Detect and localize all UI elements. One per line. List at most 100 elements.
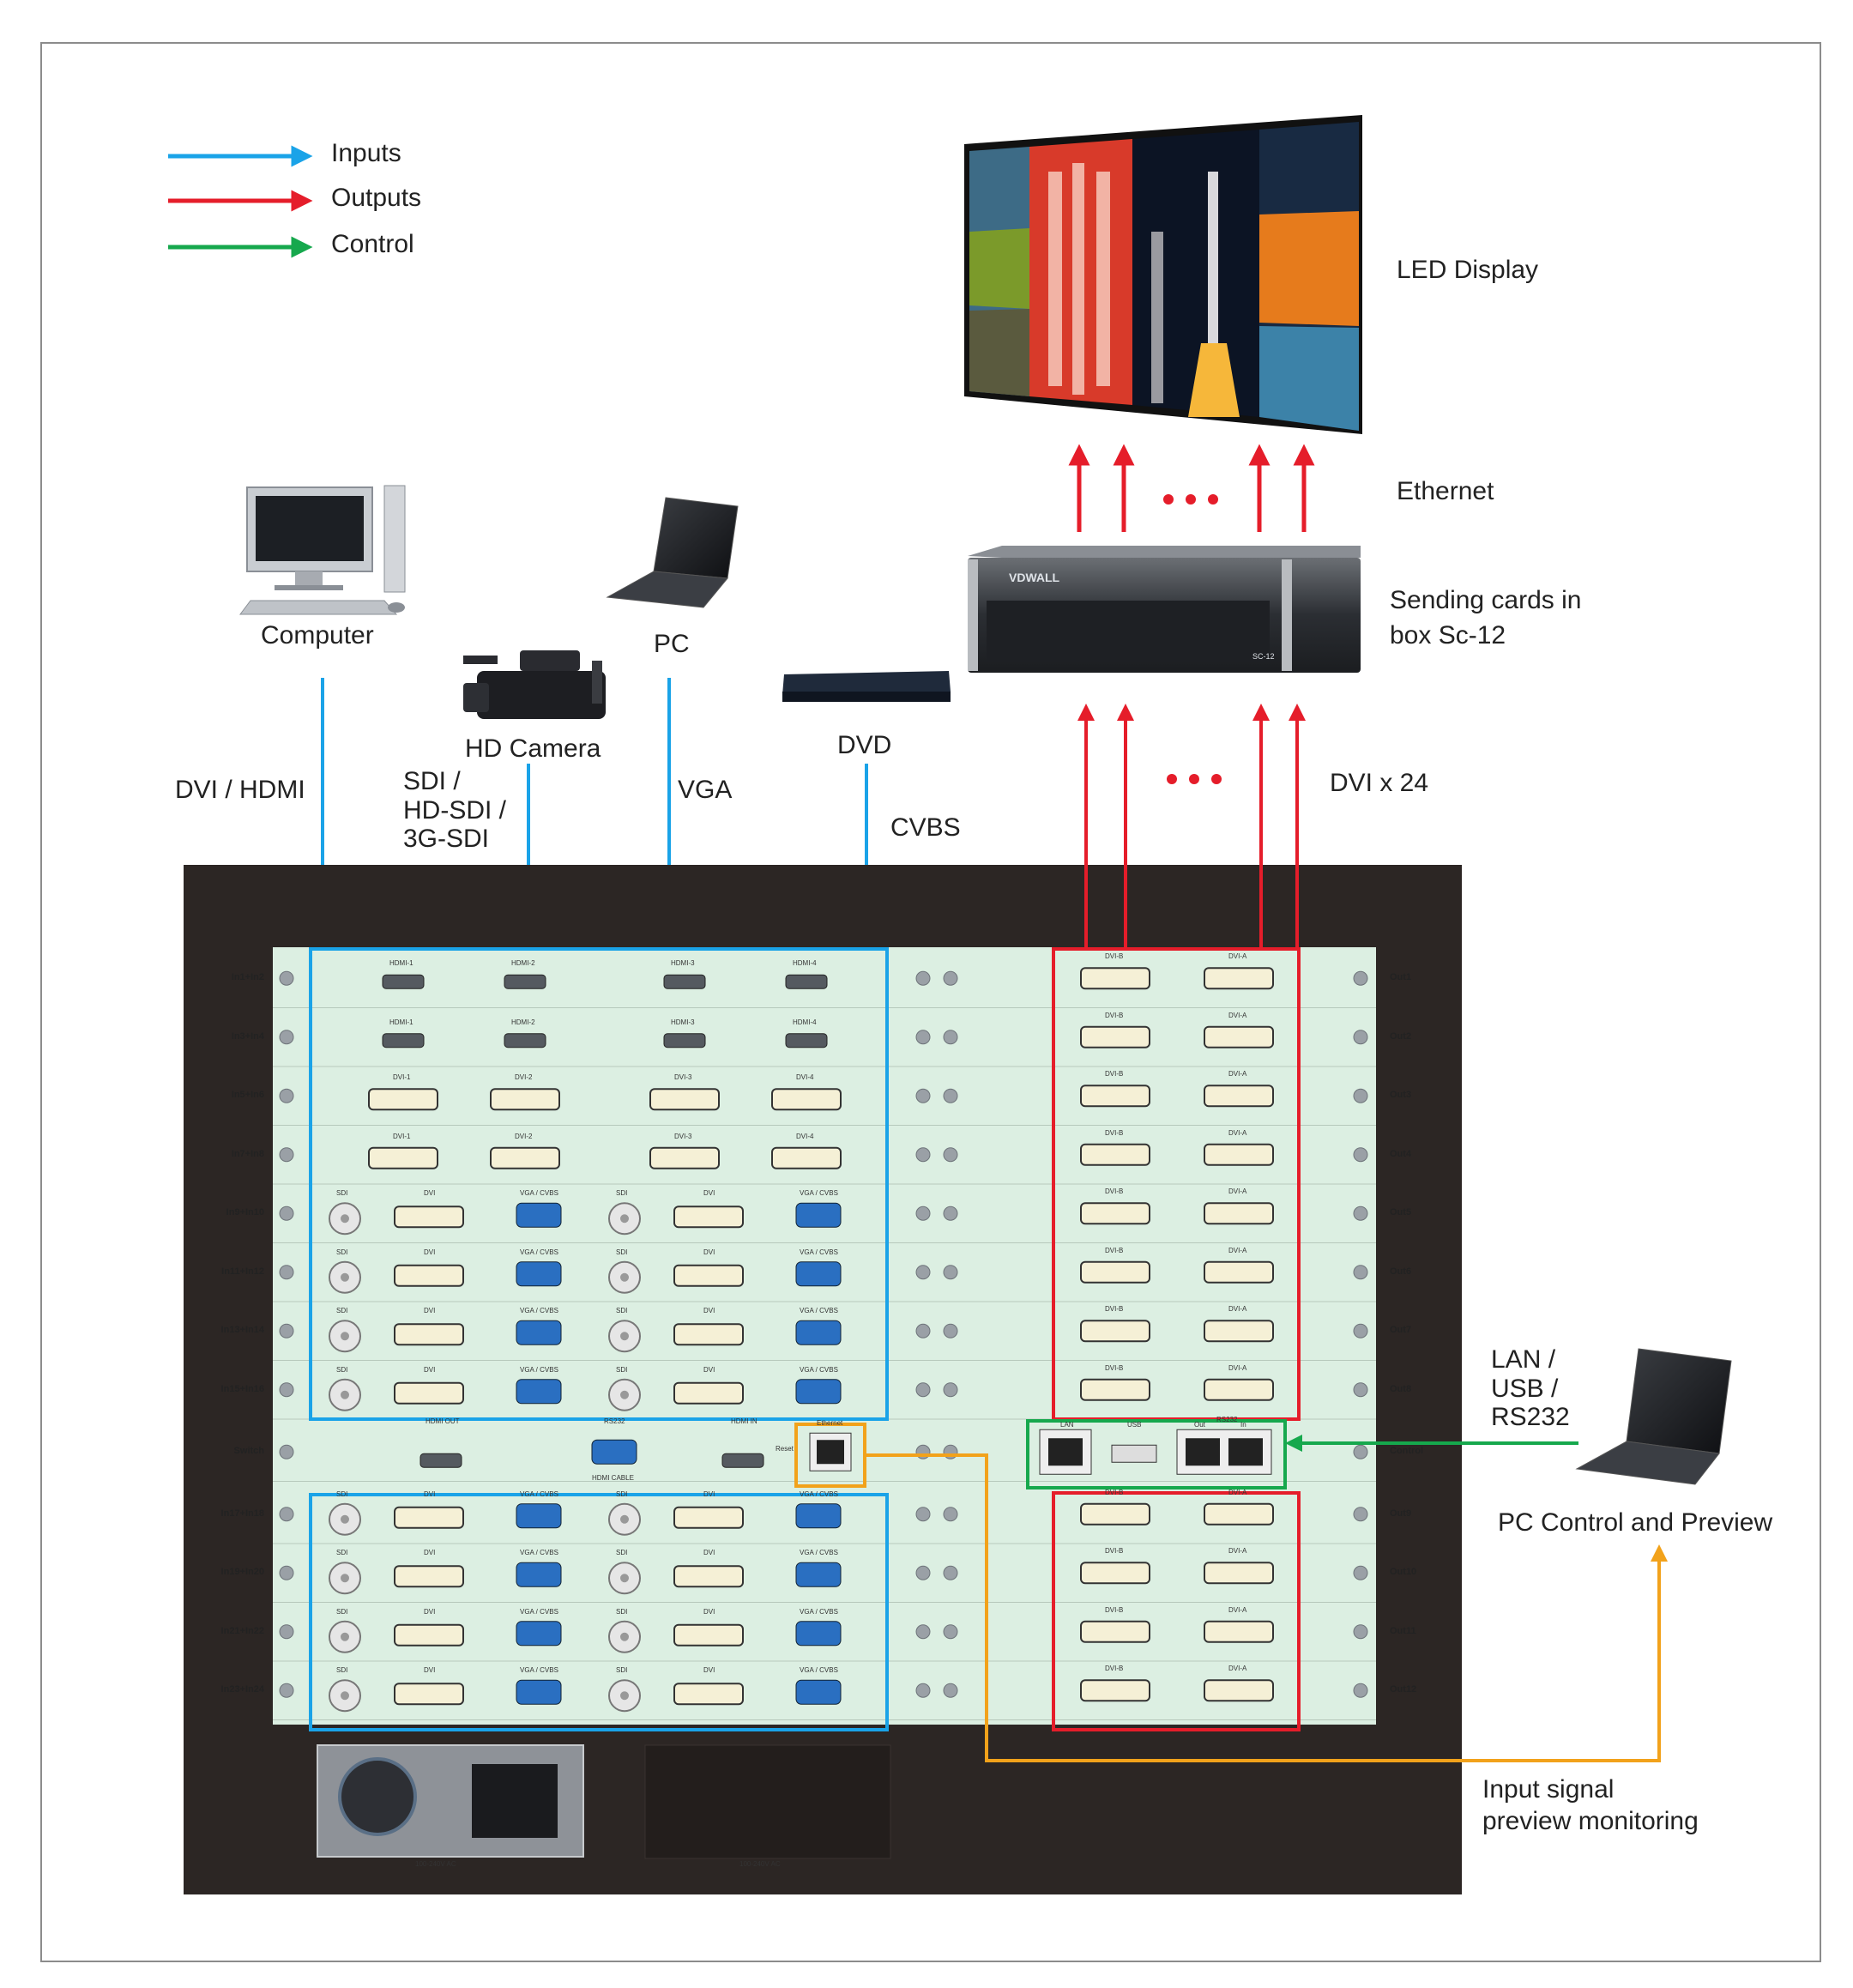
screw	[279, 1030, 294, 1045]
hd-camera-label: HD Camera	[465, 734, 601, 763]
input-row-label: In7+In8	[231, 1148, 264, 1159]
dvi-port	[673, 1264, 744, 1287]
screw	[943, 1323, 958, 1338]
screw	[279, 1265, 294, 1280]
vga-port	[795, 1261, 842, 1287]
out-port-label: DVI-B	[1105, 1246, 1124, 1254]
output-row-label: Out1	[1390, 972, 1412, 983]
vga-port	[795, 1679, 842, 1705]
screw	[943, 1265, 958, 1280]
combo-port-label: SDI	[616, 1189, 628, 1198]
output-group-lower-frame	[1052, 1491, 1301, 1731]
vga-port	[516, 1621, 562, 1647]
out-port-label: DVI-A	[1228, 1128, 1247, 1137]
out-port-label: DVI-B	[1105, 1488, 1124, 1496]
vga-port	[516, 1562, 562, 1587]
output-row-label: Out7	[1390, 1325, 1412, 1336]
output-row-label: Out5	[1390, 1207, 1412, 1218]
ethernet-arrows	[1068, 444, 1315, 532]
out-port-label: DVI-A	[1228, 1011, 1247, 1019]
control-port-label: In	[1240, 1421, 1246, 1429]
dvi-port	[394, 1381, 464, 1405]
hdmi-port-label: HDMI-4	[793, 1018, 817, 1026]
pc-label: PC	[654, 630, 690, 658]
lan-usb-rs232-label: LAN / USB / RS232	[1491, 1345, 1570, 1432]
dvi-port	[1204, 1502, 1274, 1526]
vga-label: VGA	[678, 776, 733, 804]
combo-port-label: DVI	[703, 1189, 715, 1198]
hdmi-port-label: HDMI-1	[389, 959, 413, 968]
screw	[279, 1565, 294, 1580]
out-port-label: DVI-A	[1228, 1488, 1247, 1496]
screw	[915, 1382, 931, 1398]
screw	[279, 1444, 294, 1459]
pc-control-laptop-icon	[1575, 1348, 1732, 1485]
input-row-label: In11+In12	[221, 1266, 264, 1277]
legend	[168, 145, 313, 258]
dvi-port	[394, 1565, 464, 1588]
screw	[915, 1147, 931, 1163]
vga-port	[795, 1562, 842, 1587]
vga-port	[795, 1320, 842, 1345]
screw	[915, 1088, 931, 1103]
screw	[279, 1624, 294, 1640]
dvi-port	[1204, 1378, 1274, 1401]
out-port-label: DVI-B	[1105, 1128, 1124, 1137]
hdmi-port-label: HDMI-1	[389, 1018, 413, 1026]
combo-port-label: DVI	[703, 1666, 715, 1675]
sdi-label: SDI / HD-SDI / 3G-SDI	[403, 767, 506, 854]
usb-port	[1111, 1444, 1157, 1463]
screw	[943, 1088, 958, 1103]
out-port-label: DVI-B	[1105, 1305, 1124, 1314]
output-row-label: Out4	[1390, 1148, 1412, 1159]
dvi-port	[1080, 1679, 1150, 1702]
vga-port	[516, 1379, 562, 1405]
pc-laptop-icon	[606, 497, 739, 608]
dvi-port	[1080, 967, 1150, 990]
blank-panel	[644, 1744, 891, 1859]
vga-port	[516, 1261, 562, 1287]
out-port-label: DVI-A	[1228, 1363, 1247, 1372]
dvi-port	[368, 1146, 438, 1169]
combo-port-label: VGA / CVBS	[800, 1549, 838, 1557]
combo-port-label: DVI	[703, 1607, 715, 1616]
dvi-port	[1204, 1562, 1274, 1585]
screw	[915, 1265, 931, 1280]
combo-port-label: DVI	[703, 1248, 715, 1256]
combo-port-label: SDI	[336, 1549, 348, 1557]
hdmi-port	[382, 1033, 425, 1048]
dvi-port-label: DVI-1	[393, 1073, 411, 1082]
combo-port-label: SDI	[336, 1489, 348, 1498]
dvi-port-label: DVI-2	[515, 1132, 533, 1140]
combo-port-label: DVI	[424, 1189, 436, 1198]
screw	[1353, 1683, 1368, 1698]
legend-outputs-label: Outputs	[331, 184, 422, 212]
switch-port-label: Ethernet	[817, 1419, 843, 1428]
switch-port-label: HDMI CABLE	[592, 1474, 634, 1483]
screw	[915, 1030, 931, 1045]
screw	[279, 970, 294, 986]
dvi-port	[1204, 1260, 1274, 1284]
combo-port-label: VGA / CVBS	[520, 1189, 558, 1198]
dvi-port-label: DVI-3	[674, 1073, 692, 1082]
sending-box-brand: VDWALL	[1009, 571, 1060, 584]
screw	[1353, 1265, 1368, 1280]
combo-port-label: VGA / CVBS	[800, 1607, 838, 1616]
combo-port-label: SDI	[616, 1307, 628, 1315]
combo-port-label: SDI	[616, 1549, 628, 1557]
screw	[943, 1147, 958, 1163]
dvi-port	[1080, 1025, 1150, 1048]
output-row-label: Out6	[1390, 1266, 1412, 1277]
screw	[943, 970, 958, 986]
output-row-label: Control	[1390, 1446, 1424, 1457]
combo-port-label: SDI	[336, 1307, 348, 1315]
combo-port-label: DVI	[424, 1666, 436, 1675]
screw	[1353, 1565, 1368, 1580]
dvi-port	[394, 1623, 464, 1647]
output-row-label: Out8	[1390, 1383, 1412, 1394]
screw	[915, 1323, 931, 1338]
hdmi-port-label: HDMI-3	[671, 1018, 695, 1026]
out-port-label: DVI-B	[1105, 1011, 1124, 1019]
dvi-port-label: DVI-1	[393, 1132, 411, 1140]
combo-port-label: DVI	[703, 1365, 715, 1374]
